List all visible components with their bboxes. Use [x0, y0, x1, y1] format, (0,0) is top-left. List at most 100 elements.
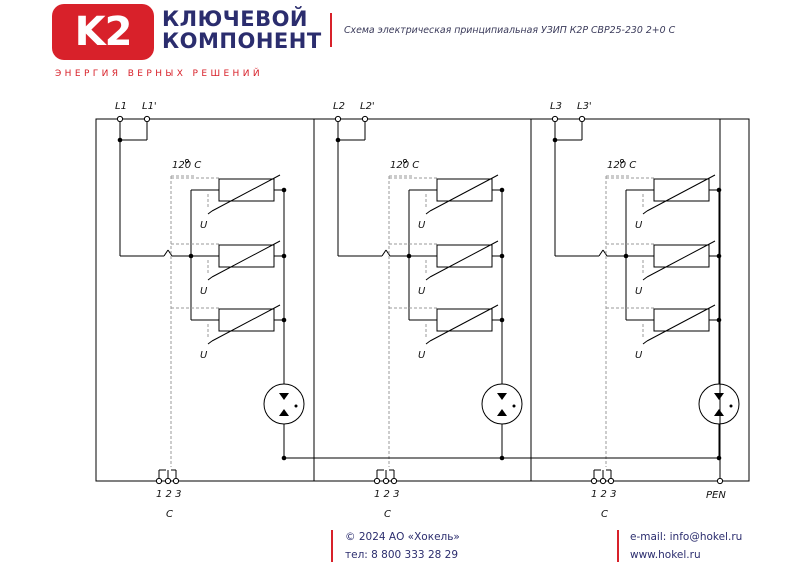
varistor-slash [211, 174, 281, 212]
left-bus-junction [623, 253, 629, 259]
varistor-slash-tail [425, 210, 431, 215]
varistor-slash [429, 304, 499, 342]
varistor-slash [211, 304, 281, 342]
pe-junction-dot [281, 455, 287, 461]
document-title: Схема электрическая принципиальная УЗИП … [344, 25, 676, 36]
varistor-slash [429, 240, 499, 278]
module-3: L3 L3' 120 С U U U 1 2 3 С [530, 101, 750, 520]
contact-terminal-2 [599, 477, 607, 485]
thermal-temp-label: 120 С [172, 160, 201, 171]
terminal-in-label: L2 [333, 101, 345, 112]
left-bus-junction [406, 253, 412, 259]
website-link[interactable]: www.hokel.ru [630, 549, 701, 561]
contact-terminal-3 [172, 477, 180, 485]
contact-terminal-3 [607, 477, 615, 485]
contact-number-label: 1 2 3 [374, 489, 399, 500]
phone-text: тел: 8 800 333 28 29 [345, 549, 458, 561]
terminal-in [551, 115, 559, 123]
varistor-voltage-label: U [200, 286, 208, 297]
varistor-node-dot [716, 187, 722, 193]
terminal-out [143, 115, 151, 123]
contact-number-label: 1 2 3 [156, 489, 181, 500]
module-frame [530, 118, 750, 482]
contact-terminal-1 [373, 477, 381, 485]
contact-status-label: С [166, 509, 173, 520]
thermal-switch-blade [598, 249, 604, 257]
varistor-slash [646, 304, 716, 342]
thermal-switch-blade-2 [602, 249, 608, 257]
varistor-node-dot [281, 187, 287, 193]
varistor-slash-tail [207, 340, 213, 345]
terminal-out-label: L2' [360, 101, 375, 112]
thermal-switch-blade [381, 249, 387, 257]
thermal-switch-blade [163, 249, 169, 257]
thermal-temp-label: 120 С [607, 160, 636, 171]
varistor-slash [646, 240, 716, 278]
left-bus-junction [188, 253, 194, 259]
thermal-switch-blade-2 [385, 249, 391, 257]
varistor-slash-tail [207, 210, 213, 215]
contact-status-label: С [384, 509, 391, 520]
varistor-voltage-label: U [635, 350, 643, 361]
footer-divider-left [331, 530, 333, 562]
pen-terminal-group: PEN [706, 119, 726, 501]
gdt-arrow-up [714, 409, 724, 416]
degree-symbol [620, 158, 625, 163]
pen-terminal [716, 477, 724, 485]
terminal-out [361, 115, 369, 123]
terminal-in [116, 115, 124, 123]
varistor-node-dot [716, 253, 722, 259]
gdt-arrow-up [497, 409, 507, 416]
brand-name-line2: КОМПОНЕНТ [162, 29, 322, 53]
terminal-out [578, 115, 586, 123]
gdt-circle [481, 383, 523, 425]
copyright-text: © 2024 АО «Хокель» [345, 531, 460, 543]
varistor-voltage-label: U [418, 286, 426, 297]
terminal-in-label: L1 [115, 101, 127, 112]
varistor-slash-tail [425, 276, 431, 281]
varistor-slash-tail [642, 210, 648, 215]
gdt-arrow-down [497, 393, 507, 400]
terminal-out-label: L1' [142, 101, 157, 112]
varistor-node-dot [499, 187, 505, 193]
contact-number-label: 1 2 3 [591, 489, 616, 500]
brand-name-line1: КЛЮЧЕВОЙ [162, 7, 309, 31]
header-divider [330, 13, 332, 47]
varistor-slash-tail [425, 340, 431, 345]
email-link[interactable]: e-mail: info@hokel.ru [630, 531, 743, 543]
varistor-voltage-label: U [418, 350, 426, 361]
gdt-dot [512, 404, 516, 408]
contact-terminal-3 [390, 477, 398, 485]
varistor-slash-tail [642, 276, 648, 281]
contact-terminal-2 [382, 477, 390, 485]
brand-slogan: ЭНЕРГИЯ ВЕРНЫХ РЕШЕНИЙ [55, 69, 263, 79]
module-frame [95, 118, 315, 482]
gdt-dot [294, 404, 298, 408]
gdt-arrow-up [279, 409, 289, 416]
contact-terminal-1 [155, 477, 163, 485]
gdt-arrow-down [279, 393, 289, 400]
varistor-voltage-label: U [200, 350, 208, 361]
k2-logo: K2 [52, 4, 154, 60]
contact-terminal-1 [590, 477, 598, 485]
terminal-in [334, 115, 342, 123]
terminal-in-label: L3 [550, 101, 562, 112]
varistor-slash [211, 240, 281, 278]
varistor-voltage-label: U [418, 220, 426, 231]
contact-status-label: С [601, 509, 608, 520]
varistor-slash [429, 174, 499, 212]
thermal-switch-blade-2 [167, 249, 173, 257]
gdt-dot [729, 404, 733, 408]
gdt-circle [698, 383, 740, 425]
terminal-out-label: L3' [577, 101, 592, 112]
varistor-slash-tail [642, 340, 648, 345]
varistor-slash-tail [207, 276, 213, 281]
varistor-slash [646, 174, 716, 212]
gdt-arrow-down [714, 393, 724, 400]
varistor-voltage-label: U [635, 286, 643, 297]
varistor-node-dot [499, 253, 505, 259]
varistor-voltage-label: U [635, 220, 643, 231]
degree-symbol [402, 158, 407, 163]
module-frame [313, 118, 532, 482]
